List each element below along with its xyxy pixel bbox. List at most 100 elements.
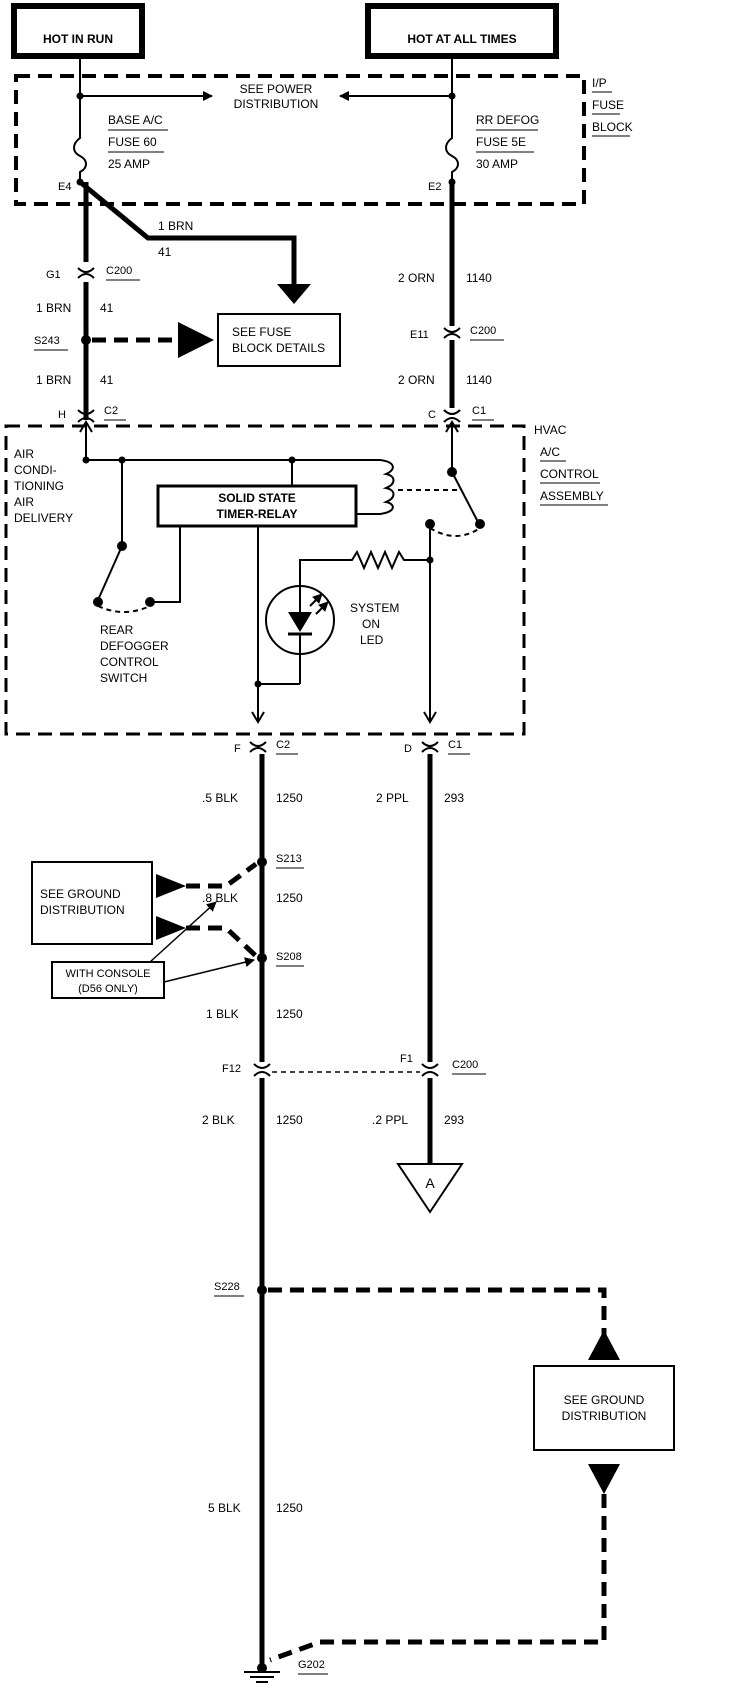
splice-s243 [81, 335, 91, 345]
svg-text:S228: S228 [214, 1281, 240, 1293]
see-ground-distribution-box-2: SEE GROUND DISTRIBUTION [533, 1365, 675, 1451]
svg-text:1250: 1250 [276, 1501, 303, 1515]
svg-text:41: 41 [158, 245, 172, 259]
svg-text:C200: C200 [470, 325, 496, 337]
fuse-block-label: I/P FUSE BLOCK [592, 76, 633, 137]
svg-text:A/C: A/C [540, 445, 560, 459]
svg-text:SWITCH: SWITCH [100, 671, 147, 685]
svg-text:G1: G1 [46, 269, 61, 281]
svg-text:RR DEFOG: RR DEFOG [476, 113, 539, 127]
svg-text:293: 293 [444, 791, 464, 805]
svg-text:C2: C2 [104, 405, 118, 417]
svg-text:2 PPL: 2 PPL [376, 791, 409, 805]
svg-text:I/P: I/P [592, 76, 607, 90]
svg-text:HOT IN RUN: HOT IN RUN [43, 32, 113, 46]
svg-text:1250: 1250 [276, 791, 303, 805]
svg-text:SYSTEM: SYSTEM [350, 601, 399, 615]
connector-f12-c200: F12 [222, 1062, 271, 1078]
svg-text:2 ORN: 2 ORN [398, 373, 435, 387]
svg-text:(D56 ONLY): (D56 ONLY) [78, 983, 138, 995]
svg-text:BLOCK: BLOCK [592, 120, 633, 134]
svg-text:1 BRN: 1 BRN [158, 219, 193, 233]
connector-c-c1: C C1 [428, 405, 494, 423]
relay-coil [291, 459, 395, 515]
svg-text:1140: 1140 [466, 373, 492, 387]
splice-s213 [257, 857, 267, 867]
svg-text:S243: S243 [34, 335, 60, 347]
see-power-distribution-ref: SEE POWER DISTRIBUTION [80, 82, 452, 111]
svg-text:FUSE 5E: FUSE 5E [476, 135, 526, 149]
terminal-e4: E4 [58, 181, 71, 193]
svg-text:25 AMP: 25 AMP [108, 157, 150, 171]
svg-text:AIR: AIR [14, 495, 34, 509]
ground-g202: G202 [244, 1659, 328, 1683]
svg-text:BLOCK DETAILS: BLOCK DETAILS [232, 341, 325, 355]
svg-text:1250: 1250 [276, 891, 303, 905]
connector-f-c2: F C2 [234, 739, 298, 755]
svg-text:A: A [425, 1175, 435, 1191]
svg-text:SEE FUSE: SEE FUSE [232, 325, 291, 339]
branch-arrow [277, 284, 311, 304]
svg-text:HVAC: HVAC [534, 423, 567, 437]
svg-text:ASSEMBLY: ASSEMBLY [540, 489, 604, 503]
connector-h-c2: H C2 [58, 405, 126, 423]
svg-text:CONDI-: CONDI- [14, 463, 57, 477]
svg-text:F1: F1 [400, 1053, 413, 1065]
terminal-e2: E2 [428, 181, 441, 193]
svg-text:LED: LED [360, 633, 384, 647]
svg-text:S208: S208 [276, 951, 302, 963]
fuse-5e-label: RR DEFOG FUSE 5E 30 AMP [476, 113, 539, 171]
svg-text:DELIVERY: DELIVERY [14, 511, 73, 525]
with-console-note: WITH CONSOLE (D56 ONLY) [51, 901, 255, 999]
svg-text:SOLID STATE: SOLID STATE [218, 491, 296, 505]
svg-text:ON: ON [362, 617, 380, 631]
svg-text:C200: C200 [452, 1059, 478, 1071]
splice-s228 [257, 1285, 267, 1295]
svg-text:C1: C1 [448, 739, 462, 751]
svg-text:C: C [428, 409, 436, 421]
hvac-enclosure [4, 424, 526, 736]
connector-g1-c200: G1 C200 [46, 265, 140, 281]
hvac-label: HVAC A/C CONTROL ASSEMBLY [534, 423, 608, 506]
branch-wire-1brn [78, 180, 297, 288]
svg-text:E11: E11 [410, 329, 429, 341]
svg-text:41: 41 [100, 373, 114, 387]
svg-text:C1: C1 [472, 405, 486, 417]
svg-text:WITH CONSOLE: WITH CONSOLE [66, 968, 151, 980]
svg-text:DISTRIBUTION: DISTRIBUTION [40, 903, 125, 917]
svg-text:1250: 1250 [276, 1007, 303, 1021]
svg-text:.5 BLK: .5 BLK [202, 791, 238, 805]
svg-text:FUSE 60: FUSE 60 [108, 135, 157, 149]
svg-text:5 BLK: 5 BLK [208, 1501, 241, 1515]
svg-text:DISTRIBUTION: DISTRIBUTION [562, 1409, 647, 1423]
svg-text:SEE GROUND: SEE GROUND [40, 887, 121, 901]
svg-text:1250: 1250 [276, 1113, 303, 1127]
svg-text:TIONING: TIONING [14, 479, 64, 493]
svg-text:1 BRN: 1 BRN [36, 301, 71, 315]
system-on-led: SYSTEM ON LED [265, 549, 430, 684]
svg-text:.8 BLK: .8 BLK [202, 891, 238, 905]
svg-text:2 BLK: 2 BLK [202, 1113, 235, 1127]
relay-contact [398, 420, 485, 720]
svg-text:HOT AT ALL TIMES: HOT AT ALL TIMES [407, 32, 516, 46]
svg-text:SEE POWER: SEE POWER [240, 82, 313, 96]
svg-text:.2 PPL: .2 PPL [372, 1113, 408, 1127]
fuse-5e-symbol [445, 96, 459, 182]
connector-d-c1: D C1 [404, 739, 470, 755]
air-conditioning-air-delivery-label: AIR CONDI- TIONING AIR DELIVERY [14, 447, 73, 525]
svg-text:C200: C200 [106, 265, 132, 277]
svg-text:TIMER-RELAY: TIMER-RELAY [217, 507, 298, 521]
svg-text:S213: S213 [276, 853, 302, 865]
fuse-block-enclosure [14, 74, 586, 206]
hot-in-run-box: HOT IN RUN [11, 3, 145, 59]
svg-text:1140: 1140 [466, 271, 492, 285]
splice-s208 [257, 953, 267, 963]
svg-text:CONTROL: CONTROL [540, 467, 599, 481]
svg-text:DISTRIBUTION: DISTRIBUTION [234, 97, 319, 111]
svg-text:293: 293 [444, 1113, 464, 1127]
solid-state-timer-relay: SOLID STATE TIMER-RELAY [156, 484, 358, 528]
svg-text:SEE GROUND: SEE GROUND [564, 1393, 645, 1407]
svg-text:CONTROL: CONTROL [100, 655, 159, 669]
see-fuse-block-details-box: SEE FUSE BLOCK DETAILS [217, 313, 341, 367]
